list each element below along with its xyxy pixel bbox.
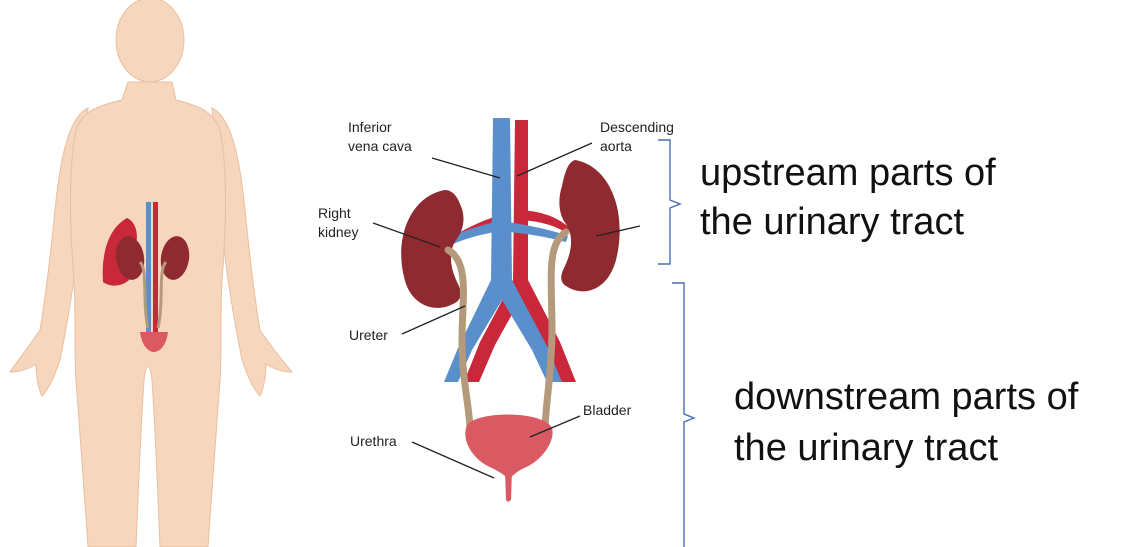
- urethra: [505, 470, 512, 502]
- left-kidney: [559, 160, 619, 291]
- downstream-bracket: [672, 283, 694, 547]
- right-kidney-label-line1: Right: [318, 205, 351, 221]
- ureter-label: Ureter: [349, 327, 388, 343]
- inferior-vena-cava-label-line1: Inferior: [348, 119, 392, 135]
- right-kidney-label-line2: kidney: [318, 224, 358, 240]
- inferior-vena-cava-label-line2: vena cava: [348, 138, 412, 154]
- body-silhouette: [10, 0, 292, 547]
- right-kidney: [401, 190, 463, 308]
- upstream-annotation-line1: upstream parts of: [700, 152, 996, 194]
- descending-aorta: [464, 120, 576, 382]
- bladder-label: Bladder: [583, 402, 632, 418]
- downstream-annotation-line2: the urinary tract: [734, 427, 998, 469]
- upstream-bracket: [658, 140, 680, 264]
- upstream-annotation-line2: the urinary tract: [700, 201, 964, 243]
- urinary-system: [401, 118, 619, 502]
- downstream-annotation-line1: downstream parts of: [734, 376, 1079, 418]
- urethra-label: Urethra: [350, 433, 397, 449]
- descending-aorta-label-line1: Descending: [600, 119, 674, 135]
- descending-aorta-label-line2: aorta: [600, 138, 632, 154]
